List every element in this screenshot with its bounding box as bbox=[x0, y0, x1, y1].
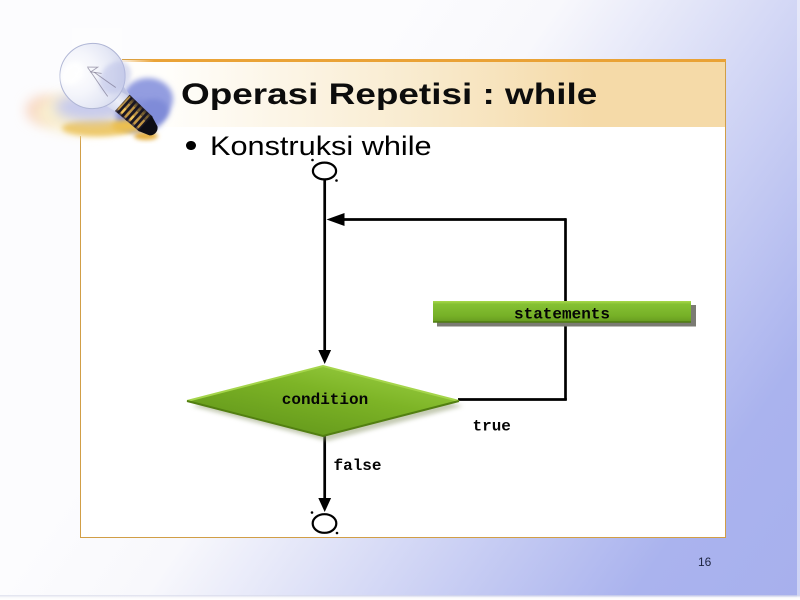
svg-text:true: true bbox=[473, 418, 511, 436]
svg-text:condition: condition bbox=[282, 391, 368, 409]
svg-text:statements: statements bbox=[514, 306, 610, 324]
svg-text:false: false bbox=[334, 457, 382, 475]
